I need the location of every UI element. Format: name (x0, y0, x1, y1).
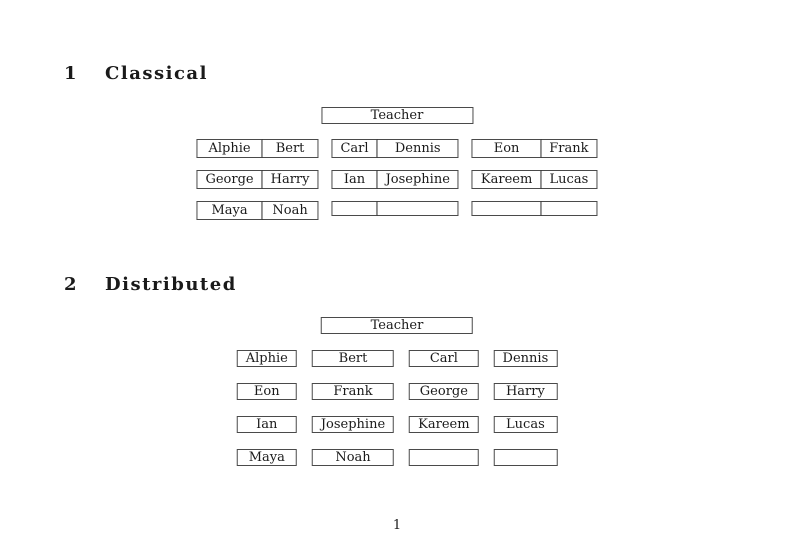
desk: Eon Frank (471, 139, 598, 158)
desk-column-right: Eon Frank Kareem Lucas (471, 127, 598, 228)
seat-cell: George (196, 170, 263, 189)
desk: Kareem Lucas (471, 170, 598, 189)
desk-column-middle: Carl Dennis Ian Josephine (331, 127, 459, 228)
teacher-box: Teacher (320, 317, 473, 334)
seat-cell: Maya (236, 449, 297, 466)
seat-cell: Kareem (409, 416, 479, 433)
seat-cell: Bert (311, 350, 395, 367)
desk (471, 201, 598, 216)
seat-grid: Alphie Bert Carl Dennis Eon Frank George… (222, 334, 573, 482)
desk: Carl Dennis (331, 139, 459, 158)
seat-cell: Carl (409, 350, 479, 367)
seat-cell: Dennis (493, 350, 558, 367)
desk-column-left: Alphie Bert George Harry Maya Noah (196, 127, 319, 232)
seat-cell: Noah (311, 449, 395, 466)
seat-cell: Lucas (541, 170, 598, 189)
seat-row: Eon Frank George Harry (236, 383, 558, 400)
seat-cell-empty (493, 449, 558, 466)
teacher-box: Teacher (321, 107, 473, 124)
seat-cell: Maya (196, 201, 263, 220)
seat-cell: Carl (331, 139, 378, 158)
seat-row: Alphie Bert Carl Dennis (236, 350, 558, 367)
section-title: Distributed (105, 274, 237, 295)
seat-cell: Alphie (236, 350, 297, 367)
desk: George Harry (196, 170, 319, 189)
seat-cell: Frank (541, 139, 598, 158)
seat-cell: Josephine (377, 170, 459, 189)
seat-cell: Harry (262, 170, 319, 189)
seat-cell: George (409, 383, 479, 400)
section-title: Classical (105, 63, 208, 84)
section-number: 1 (64, 63, 79, 84)
seat-cell: Eon (471, 139, 542, 158)
desk-grid: Alphie Bert George Harry Maya Noah Carl … (196, 127, 598, 232)
section-heading-distributed: 2 Distributed (64, 274, 237, 295)
seat-cell: Ian (331, 170, 378, 189)
distributed-seating-diagram: Teacher Alphie Bert Carl Dennis Eon Fran… (236, 317, 558, 482)
seat-cell: Lucas (493, 416, 558, 433)
seat-row: Maya Noah (236, 449, 558, 466)
seat-cell-empty (377, 201, 459, 216)
seat-row: Ian Josephine Kareem Lucas (236, 416, 558, 433)
desk (331, 201, 459, 216)
seat-cell: Ian (236, 416, 297, 433)
seat-cell-empty (471, 201, 542, 216)
seat-cell: Eon (236, 383, 297, 400)
section-number: 2 (64, 274, 79, 295)
page-number: 1 (392, 518, 402, 533)
desk: Maya Noah (196, 201, 319, 220)
desk: Ian Josephine (331, 170, 459, 189)
seat-cell: Bert (262, 139, 319, 158)
seat-cell: Harry (493, 383, 558, 400)
seat-cell-empty (409, 449, 479, 466)
seat-cell: Kareem (471, 170, 542, 189)
seat-cell: Alphie (196, 139, 263, 158)
section-heading-classical: 1 Classical (64, 63, 208, 84)
desk: Alphie Bert (196, 139, 319, 158)
seat-cell: Noah (262, 201, 319, 220)
seat-cell-empty (541, 201, 598, 216)
seat-cell: Dennis (377, 139, 459, 158)
seat-cell-empty (331, 201, 378, 216)
seat-cell: Frank (311, 383, 395, 400)
seat-cell: Josephine (311, 416, 395, 433)
classical-seating-diagram: Teacher Alphie Bert George Harry Maya No… (196, 107, 598, 232)
